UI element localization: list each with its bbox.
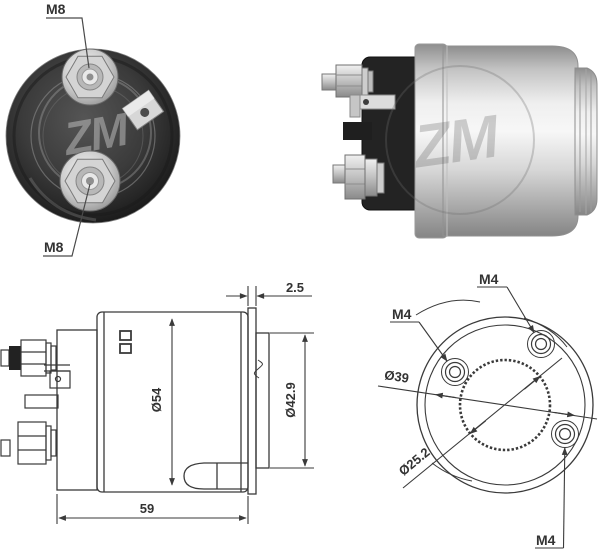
annotation-m4-bottom: M4 — [535, 447, 568, 549]
annotation-m4-top: M4 — [477, 271, 535, 334]
profile-outline — [56, 307, 270, 495]
dim-body-diameter-text: Ø54 — [149, 387, 164, 412]
vent-mark — [119, 343, 132, 354]
threaded-bore-circle — [458, 358, 552, 452]
spade-bracket-side — [349, 94, 396, 118]
annotation-m8-top: M8 — [46, 1, 90, 69]
mounting-holes — [441, 330, 579, 448]
terminal-stud-bottom-side — [332, 154, 385, 200]
pilot-boss-outline — [255, 332, 270, 469]
plunger-outline — [183, 462, 248, 490]
dim-flange-thickness: 2.5 — [226, 280, 312, 306]
dim-overall-length: 59 — [56, 494, 249, 524]
mounting-hole-top — [527, 330, 555, 358]
profile-technical-drawing: Ø54 2.5 Ø42.9 59 — [0, 280, 314, 524]
terminal-stud-top — [61, 48, 119, 106]
dim-bore: Ø25.2 — [396, 357, 563, 489]
terminal-stud-bottom — [59, 150, 121, 212]
dim-bolt-circle: Ø39 — [377, 367, 598, 420]
profile-terminals — [0, 339, 71, 465]
black-connector-tab — [343, 122, 372, 140]
brand-watermark: ZM — [385, 65, 535, 215]
m8-top-label: M8 — [46, 1, 66, 17]
spade-terminal — [121, 89, 165, 131]
m4-top-label: M4 — [479, 271, 499, 287]
watermark-text: ZM — [408, 102, 505, 181]
mounting-hole-bottom — [551, 420, 579, 448]
m4-left-label: M4 — [392, 306, 412, 322]
dim-overall-length-text: 59 — [140, 501, 154, 516]
dim-bolt-circle-text: Ø39 — [383, 367, 410, 385]
mounting-hole-left — [441, 358, 469, 386]
front-view-photo: ZM M8 M8 — [5, 1, 181, 257]
mounting-flange-outline — [247, 307, 257, 495]
annotation-m8-bottom: M8 — [43, 183, 91, 257]
annotation-m4-left: M4 — [390, 306, 448, 362]
dim-bore-text: Ø25.2 — [396, 444, 433, 478]
inner-flange-circle — [424, 324, 586, 486]
outer-flange-circle — [416, 316, 594, 494]
vent-mark — [119, 330, 132, 341]
dim-body-diameter: Ø54 — [149, 318, 175, 486]
m4-bottom-label: M4 — [536, 532, 556, 548]
side-view-photo: ZM — [321, 43, 598, 239]
dim-flange-thickness-text: 2.5 — [286, 280, 304, 295]
front-cap-outline — [56, 329, 98, 491]
m8-bottom-label: M8 — [44, 239, 64, 255]
dim-pilot-diameter-text: Ø42.9 — [283, 382, 298, 417]
end-view-outline — [415, 299, 594, 494]
dim-pilot-diameter: Ø42.9 — [270, 332, 314, 469]
end-view-technical-drawing: Ø39 Ø25.2 M4 M4 M4 — [377, 271, 598, 549]
terminal-stud-top-side — [321, 64, 374, 98]
solenoid-cylinder — [414, 43, 598, 239]
